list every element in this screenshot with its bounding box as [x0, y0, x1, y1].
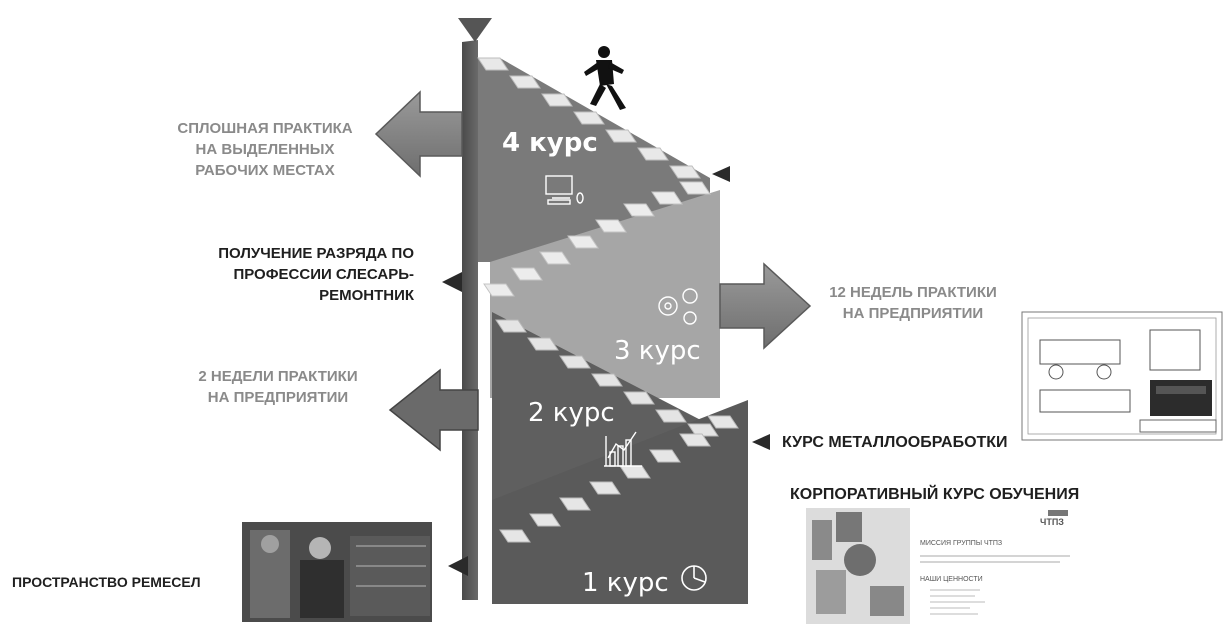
label-rank-obtain: ПОЛУЧЕНИЕ РАЗРЯДА ПО ПРОФЕССИИ СЛЕСАРЬ- … — [218, 245, 414, 304]
label-metalwork: КУРС МЕТАЛЛООБРАБОТКИ — [782, 434, 1008, 451]
label-continuous-practice: СПЛОШНАЯ ПРАКТИКА НА ВЫДЕЛЕННЫХ РАБОЧИХ … — [177, 120, 353, 179]
label-corporate: КОРПОРАТИВНЫЙ КУРС ОБУЧЕНИЯ — [790, 486, 1080, 503]
stair-steps-1 — [499, 415, 739, 543]
stair-steps-3 — [483, 181, 711, 297]
arrow-right-twelve-weeks — [719, 262, 812, 350]
running-person-icon — [584, 46, 626, 110]
marker-rank — [442, 272, 462, 292]
doc-mission-title: МИССИЯ ГРУППЫ ЧТПЗ — [920, 540, 1003, 547]
course-3-label: 3 курс — [614, 336, 701, 366]
marker-metalwork — [752, 434, 770, 450]
gears-icon — [658, 288, 698, 325]
course-2-label: 2 курс — [528, 398, 615, 428]
corporate-document — [800, 500, 1080, 628]
crafts-photo — [242, 522, 432, 622]
stair-steps-2 — [495, 319, 719, 437]
label-crafts-space: ПРОСТРАНСТВО РЕМЕСЕЛ — [12, 574, 201, 590]
doc-logo: ЧТПЗ — [1040, 517, 1064, 527]
arrow-left-two-weeks — [388, 368, 479, 452]
marker-crafts — [448, 556, 468, 576]
course-4-block — [478, 58, 710, 262]
growth-chart-icon — [604, 431, 642, 467]
stair-back-wall — [462, 40, 478, 600]
course-4-label: 4 курс — [502, 128, 598, 158]
technical-drawing — [1021, 311, 1223, 441]
arrow-left-continuous-practice — [374, 90, 463, 178]
course-1-label: 1 курс — [582, 568, 669, 598]
marker-course4 — [712, 166, 730, 182]
label-twelve-weeks: 12 НЕДЕЛЬ ПРАКТИКИ НА ПРЕДПРИЯТИИ — [829, 284, 997, 322]
doc-values-title: НАШИ ЦЕННОСТИ — [920, 576, 983, 583]
course-1-block — [492, 400, 748, 604]
computer-mouse-icon — [545, 175, 584, 205]
label-two-weeks: 2 НЕДЕЛИ ПРАКТИКИ НА ПРЕДПРИЯТИИ — [198, 368, 358, 406]
stair-steps-4 — [477, 57, 701, 179]
pie-chart-icon — [681, 565, 707, 591]
top-marker-triangle — [458, 18, 492, 42]
